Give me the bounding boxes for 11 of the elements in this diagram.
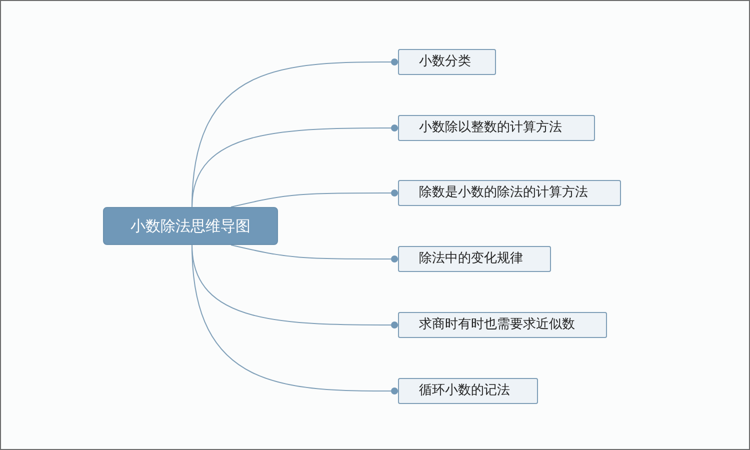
connector-curve	[192, 244, 398, 394]
connector-curve	[230, 190, 398, 208]
connector-curve	[192, 124, 398, 208]
topic-box: 求商时有时也需要求近似数	[398, 312, 607, 338]
topic-box: 除法中的变化规律	[398, 246, 551, 272]
topic-box: 循环小数的记法	[398, 378, 538, 404]
central-topic-box: 小数除法思维导图	[103, 207, 278, 245]
connector-curve	[230, 244, 398, 262]
topic-box: 除数是小数的除法的计算方法	[398, 180, 621, 206]
topic-box: 小数分类	[398, 49, 496, 75]
topic-box: 小数除以整数的计算方法	[398, 115, 595, 141]
